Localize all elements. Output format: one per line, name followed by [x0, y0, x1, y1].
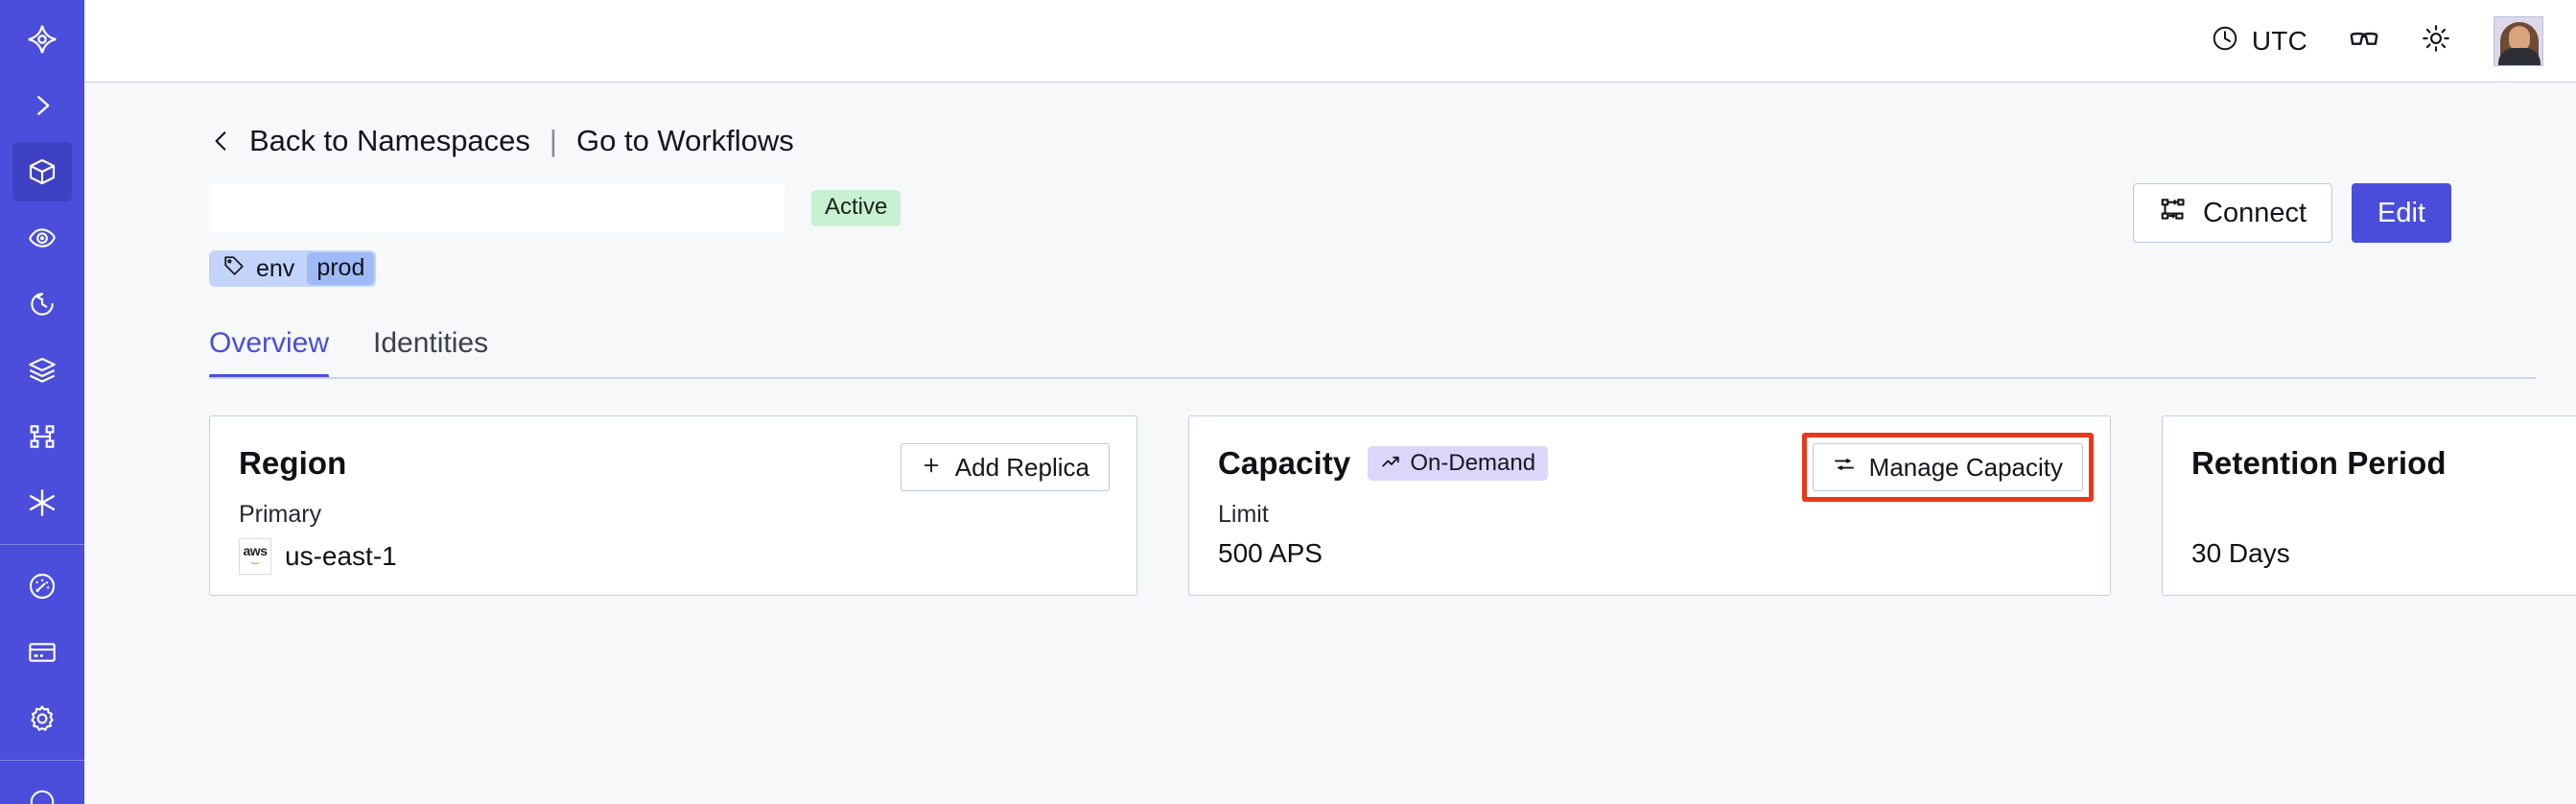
sidebar-item-observability[interactable] [12, 208, 72, 268]
sun-icon [2421, 23, 2451, 59]
retention-card-header: Retention Period [2191, 445, 2556, 482]
sidebar-divider-1 [0, 544, 84, 545]
page-content: Back to Namespaces | Go to Workflows Act… [84, 83, 2576, 804]
breadcrumb-divider: | [549, 124, 557, 157]
tag-key: env [256, 254, 295, 282]
aws-logo-swoosh: ⌣ [250, 554, 260, 571]
header-actions: Connect Edit [2133, 183, 2451, 243]
gauge-icon [27, 571, 58, 602]
edit-button-label: Edit [2377, 197, 2425, 228]
connect-icon [2159, 195, 2188, 231]
region-card-action: Add Replica [900, 443, 1110, 491]
chevron-left-icon[interactable] [209, 127, 234, 155]
manage-capacity-highlight: Manage Capacity [1801, 433, 2094, 502]
theme-toggle-button[interactable] [2421, 23, 2451, 59]
sidebar-item-expand[interactable] [12, 76, 72, 135]
chevron-right-icon [28, 91, 57, 120]
avatar-face [2509, 25, 2530, 51]
help-circle-icon [28, 788, 57, 804]
workflow-nodes-icon [27, 421, 58, 452]
clock-icon [2211, 24, 2239, 58]
capacity-card-title: Capacity [1218, 445, 1351, 481]
primary-sidebar [0, 0, 84, 804]
tag-icon [222, 254, 246, 284]
reading-mode-button[interactable] [2348, 22, 2380, 59]
region-primary-value-row: aws ⌣ us-east-1 [239, 538, 1110, 575]
sidebar-item-logo[interactable] [12, 10, 72, 69]
sidebar-item-help[interactable] [12, 772, 72, 804]
capacity-card: Capacity On-Demand [1188, 415, 2111, 596]
on-demand-badge: On-Demand [1368, 446, 1549, 481]
breadcrumb: Back to Namespaces | Go to Workflows [209, 124, 2576, 158]
region-card-header: Region [239, 445, 1110, 482]
tab-identities[interactable]: Identities [373, 327, 489, 359]
capacity-card-header: Capacity On-Demand [1218, 445, 2083, 482]
sidebar-item-billing[interactable] [12, 623, 72, 682]
connect-button[interactable]: Connect [2133, 183, 2333, 243]
overview-cards: Region Add Replica [209, 415, 2576, 596]
clock-arrow-icon [27, 289, 58, 319]
sidebar-item-nexus[interactable] [12, 473, 72, 532]
credit-card-icon [27, 637, 58, 668]
status-badge: Active [811, 190, 902, 226]
retention-card: Retention Period 30 Days [2162, 415, 2576, 596]
sliders-icon [1833, 453, 1856, 483]
trend-up-icon [1380, 451, 1401, 477]
gear-icon [27, 703, 58, 734]
temporal-logo-icon [26, 23, 59, 56]
region-card: Region Add Replica [209, 415, 1137, 596]
eye-icon [27, 223, 58, 253]
tab-bar: Overview Identities [209, 327, 2536, 379]
add-replica-button[interactable]: Add Replica [900, 443, 1110, 491]
main-column: UTC [84, 0, 2576, 804]
aws-logo-text: aws [243, 542, 268, 558]
breadcrumb-workflows-link[interactable]: Go to Workflows [575, 124, 794, 157]
avatar-body [2498, 47, 2541, 65]
sidebar-divider-2 [0, 760, 84, 761]
manage-capacity-button[interactable]: Manage Capacity [1812, 443, 2083, 491]
sidebar-item-workflows[interactable] [12, 407, 72, 466]
on-demand-badge-label: On-Demand [1410, 450, 1536, 476]
timezone-label: UTC [2251, 25, 2307, 56]
sidebar-item-usage[interactable] [12, 556, 72, 616]
tab-overview[interactable]: Overview [209, 327, 330, 379]
cube-icon [27, 156, 58, 187]
region-primary-value: us-east-1 [285, 541, 397, 571]
avatar[interactable] [2494, 15, 2543, 66]
layers-icon [27, 355, 58, 386]
timezone-selector[interactable]: UTC [2211, 24, 2307, 58]
capacity-limit-label: Limit [1218, 501, 1269, 528]
tag-chip-env[interactable]: env prod [209, 250, 377, 287]
region-card-title: Region [239, 445, 347, 481]
sidebar-item-namespaces[interactable] [12, 142, 72, 201]
asterisk-icon [26, 486, 59, 519]
sidebar-item-settings[interactable] [12, 689, 72, 748]
aws-logo-icon: aws ⌣ [239, 538, 271, 575]
sidebar-item-schedules[interactable] [12, 274, 72, 334]
connect-button-label: Connect [2203, 197, 2307, 228]
top-bar: UTC [84, 0, 2576, 83]
edit-button[interactable]: Edit [2352, 183, 2451, 243]
reading-mode-icon [2348, 22, 2380, 59]
capacity-limit-value: 500 APS [1218, 538, 1323, 568]
plus-icon [921, 453, 942, 483]
tag-value: prod [307, 252, 375, 285]
sidebar-item-batch[interactable] [12, 341, 72, 400]
namespace-title-row: Active [209, 183, 2576, 243]
region-primary-label: Primary [239, 501, 322, 528]
add-replica-label: Add Replica [954, 452, 1089, 482]
namespace-tags: env prod [209, 250, 2576, 287]
retention-value: 30 Days [2191, 538, 2290, 568]
manage-capacity-label: Manage Capacity [1868, 452, 2063, 482]
namespace-name-redacted [209, 184, 785, 232]
breadcrumb-back-link[interactable]: Back to Namespaces [249, 124, 530, 157]
retention-card-title: Retention Period [2191, 445, 2447, 481]
